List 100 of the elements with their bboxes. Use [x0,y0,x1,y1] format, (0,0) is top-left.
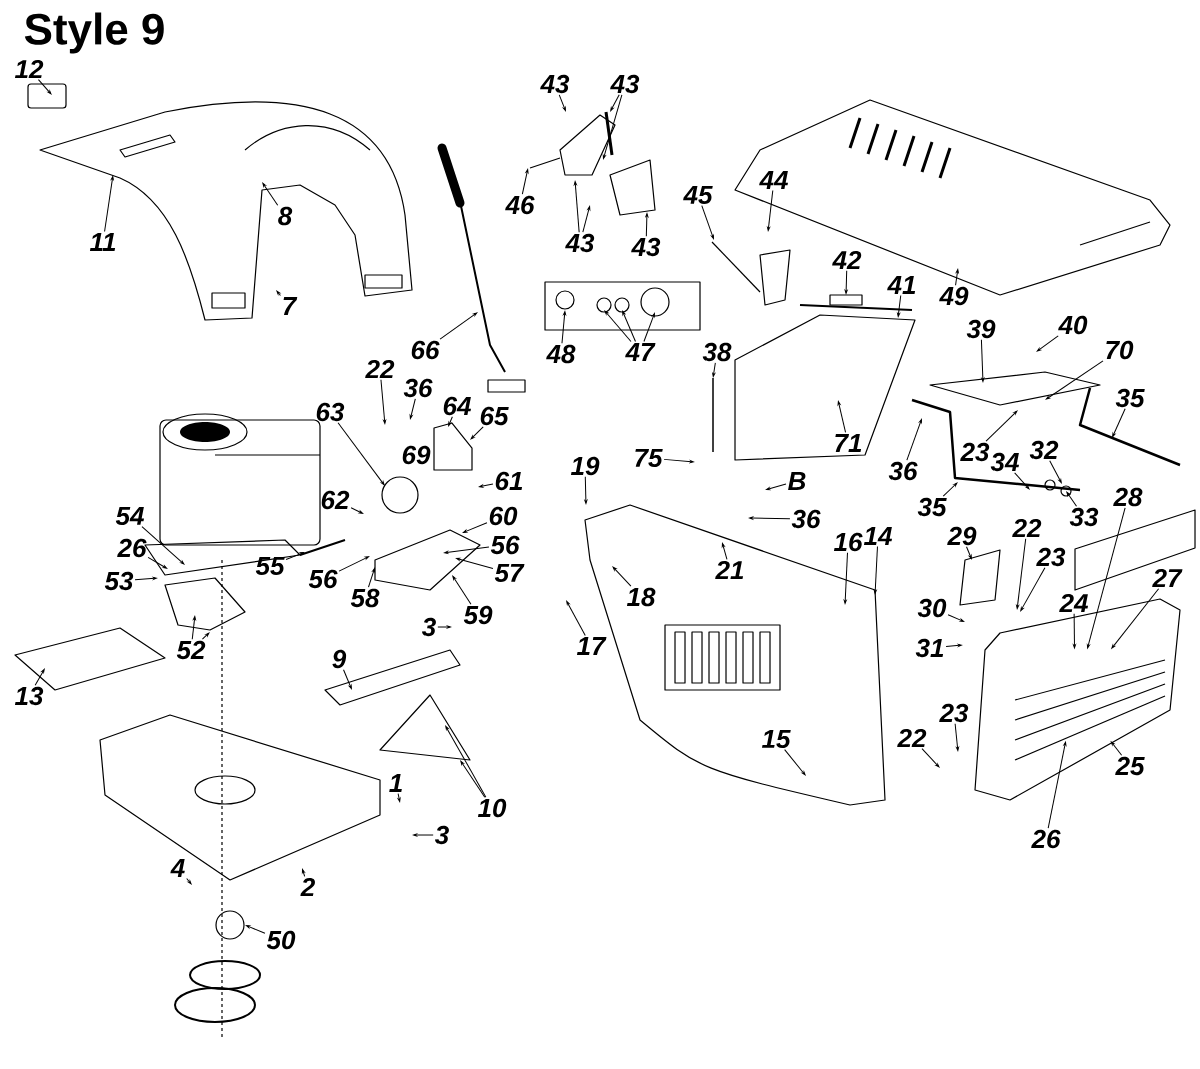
leader-line [602,94,623,159]
callout-number: 16 [833,532,863,552]
callout-number: 63 [316,402,345,422]
callout-number: 10 [477,798,507,818]
callout-number: 4 [170,859,185,877]
leader-line [147,556,168,569]
callout-number: 57 [494,563,525,583]
leader-line [837,401,847,433]
leader-line [955,269,959,286]
leader-line [604,310,632,342]
callout-number: 46 [505,195,535,215]
leader-line [1110,741,1123,756]
leader-line [906,419,922,461]
leader-line [582,206,591,233]
callout-number: 18 [626,587,656,607]
leader-line [134,576,157,581]
callout-number: 45 [683,185,713,205]
callout-number: 26 [117,538,147,558]
leader-line [1016,538,1027,609]
leader-line [445,725,487,798]
callout-number: 59 [463,605,493,625]
leader-line [380,379,387,424]
callout-number: 24 [1059,593,1089,613]
leader-line [437,625,451,629]
leader-line [201,632,210,640]
leader-line [897,295,902,317]
callout-number: 7 [283,297,298,315]
callout-number: 30 [917,598,947,618]
leader-line [104,176,114,232]
callout-number: 43 [631,237,661,257]
leader-line [701,205,714,239]
leader-line [337,422,385,486]
leader-line [462,522,488,533]
callout-number: 33 [1069,507,1099,527]
callout-number: 54 [115,506,144,526]
callout-number: 55 [255,556,285,576]
callout-number: 36 [791,509,821,529]
leader-line [645,213,649,237]
leader-line [191,616,196,640]
leader-line [612,566,632,587]
callout-number: 56 [308,569,338,589]
leader-line [368,568,376,588]
leader-line [1014,472,1030,490]
callout-number: 27 [1152,568,1183,588]
callout-number: B [788,472,806,490]
leader-line [749,516,791,520]
leader-line [573,181,580,233]
leader-line [301,869,306,877]
leader-line [262,182,279,206]
callout-number: 47 [625,343,656,361]
callout-number: 36 [403,378,433,398]
leader-line [1066,491,1078,507]
callout-number: 65 [480,406,509,426]
leader-line [397,793,401,802]
callout-number: 66 [411,340,440,360]
callout-number: 1 [389,774,402,792]
leader-line [980,339,985,382]
leader-line [285,552,305,561]
callout-number: 43 [540,74,570,94]
callout-number: 3 [435,825,449,845]
leader-line [452,575,472,605]
callout-number: 35 [1115,388,1145,408]
leader-line [1073,613,1076,649]
leader-line [479,483,494,488]
leader-line [1020,567,1046,612]
callout-number: 62 [321,490,350,510]
callout-number: 58 [350,588,380,608]
leader-line [470,426,484,440]
leader-line [954,723,959,751]
leader-line [873,546,878,594]
callout-number: 42 [832,250,862,270]
callout-number: 40 [1058,315,1088,335]
callout-number: 35 [917,497,947,517]
leader-line [245,925,266,934]
callout-number: 36 [888,461,918,481]
leader-line [448,416,453,427]
leader-line [721,543,728,560]
callout-number: 9 [332,649,347,669]
callout-number: 2 [300,877,315,897]
callout-number: 64 [443,396,471,416]
callout-number: 69 [402,445,431,465]
leader-line [561,311,566,344]
leader-line [843,552,848,604]
callout-number: 22 [897,728,927,748]
callout-number: 15 [761,729,791,749]
leader-line [439,312,478,340]
callout-number: 44 [759,171,788,189]
leader-line [338,556,370,572]
leader-line [1111,588,1160,649]
callout-number: 29 [947,526,977,546]
callout-number: 49 [939,286,969,306]
callout-number: 23 [939,703,969,723]
leader-line [1086,507,1126,649]
callout-number: 50 [266,930,296,950]
callout-number: 23 [960,442,990,462]
callout-number: 25 [1115,756,1145,776]
leader-line [945,644,962,648]
callout-number: 8 [278,206,293,226]
leader-line [409,398,416,419]
callout-number: 43 [610,74,640,94]
